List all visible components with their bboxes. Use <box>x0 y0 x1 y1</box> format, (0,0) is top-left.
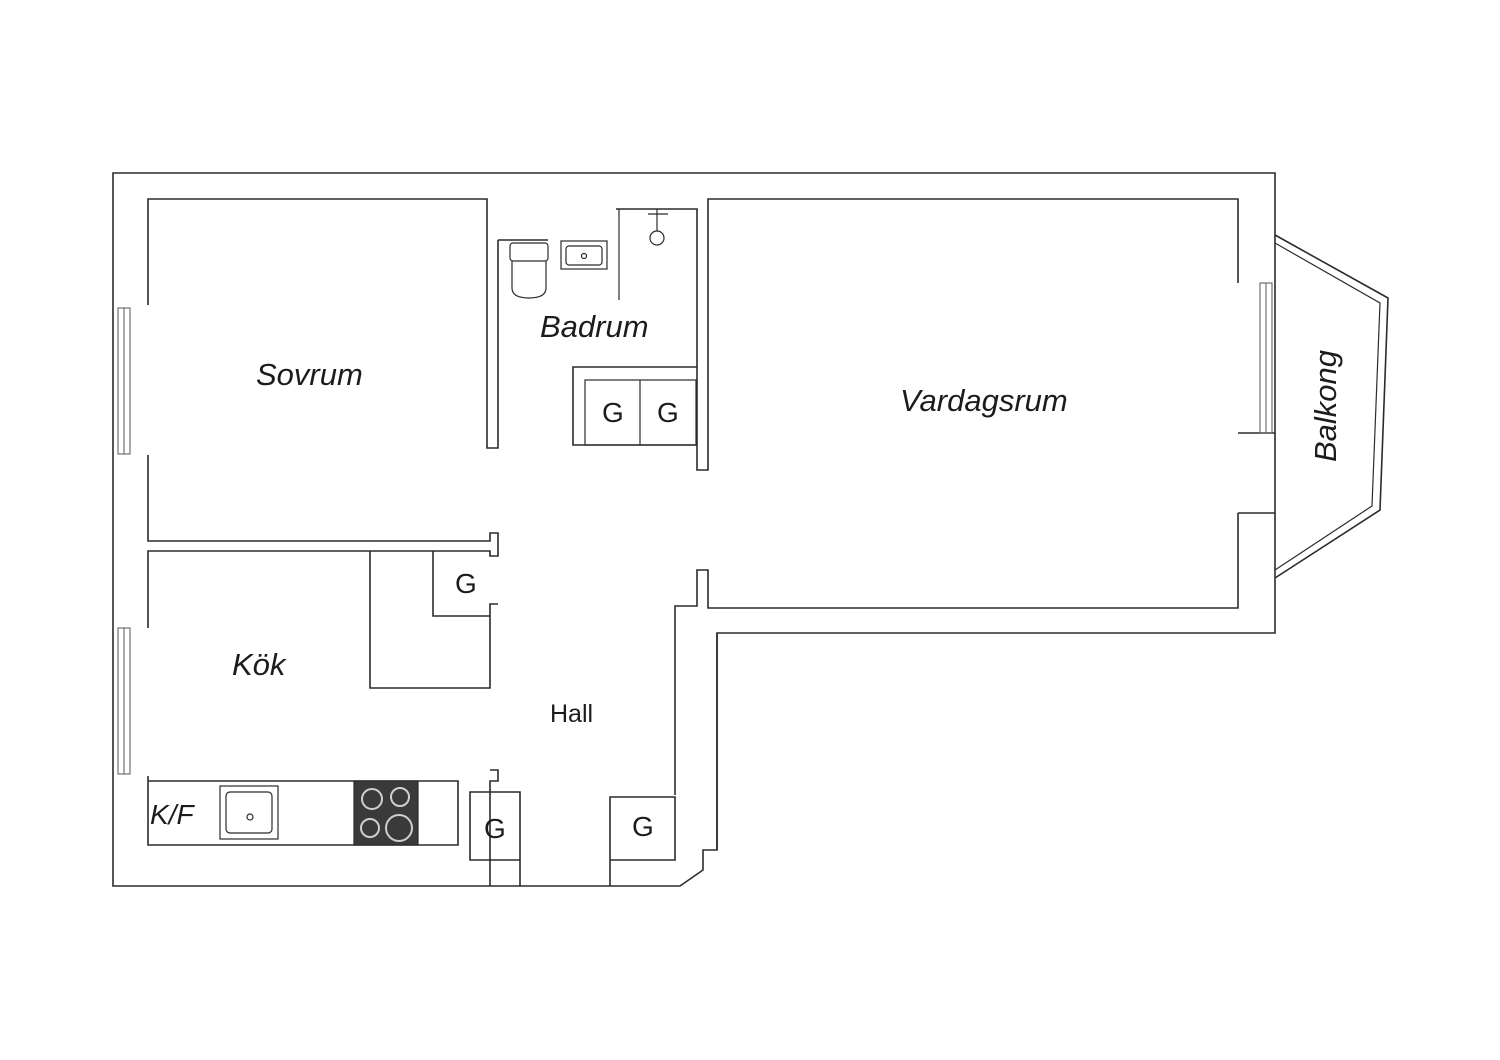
wardrobe-box <box>584 379 697 446</box>
wardrobe-label-hall-closet: G <box>455 568 477 599</box>
balkong-inner <box>1274 242 1381 571</box>
room-label-sovrum: Sovrum <box>256 357 363 392</box>
hall-left-wall <box>369 551 499 886</box>
shower-icon <box>618 209 668 300</box>
hall-closet-wall <box>432 551 490 617</box>
room-label-kok: Kök <box>232 647 287 682</box>
room-label-badrum: Badrum <box>540 309 649 344</box>
window-sovrum <box>117 307 131 455</box>
wardrobe-label-hall-left: G <box>484 813 506 844</box>
wardrobe-label-badrum-2: G <box>657 397 679 428</box>
hall-bottom-door <box>469 791 676 886</box>
kf-label: K/F <box>150 799 195 830</box>
wardrobe-label-badrum-1: G <box>602 397 624 428</box>
toilet-icon <box>509 242 549 299</box>
vardagsrum-wall <box>674 432 1275 850</box>
balkong-outline <box>1274 234 1389 579</box>
wardrobe-label-hall-right: G <box>632 811 654 842</box>
badrum-wall <box>498 198 1239 471</box>
window-vardagsrum <box>1259 282 1273 434</box>
sovrum-wall <box>147 198 499 449</box>
stove-icon <box>353 780 419 846</box>
sink-icon <box>560 240 608 270</box>
kitchen-sink-icon <box>219 785 279 840</box>
room-label-balkong: Balkong <box>1308 350 1343 462</box>
room-label-vardagsrum: Vardagsrum <box>900 383 1068 418</box>
outer-wall <box>112 172 1276 887</box>
window-kok <box>117 627 131 775</box>
sovrum-lower-wall <box>147 455 499 628</box>
room-label-hall: Hall <box>550 700 593 728</box>
